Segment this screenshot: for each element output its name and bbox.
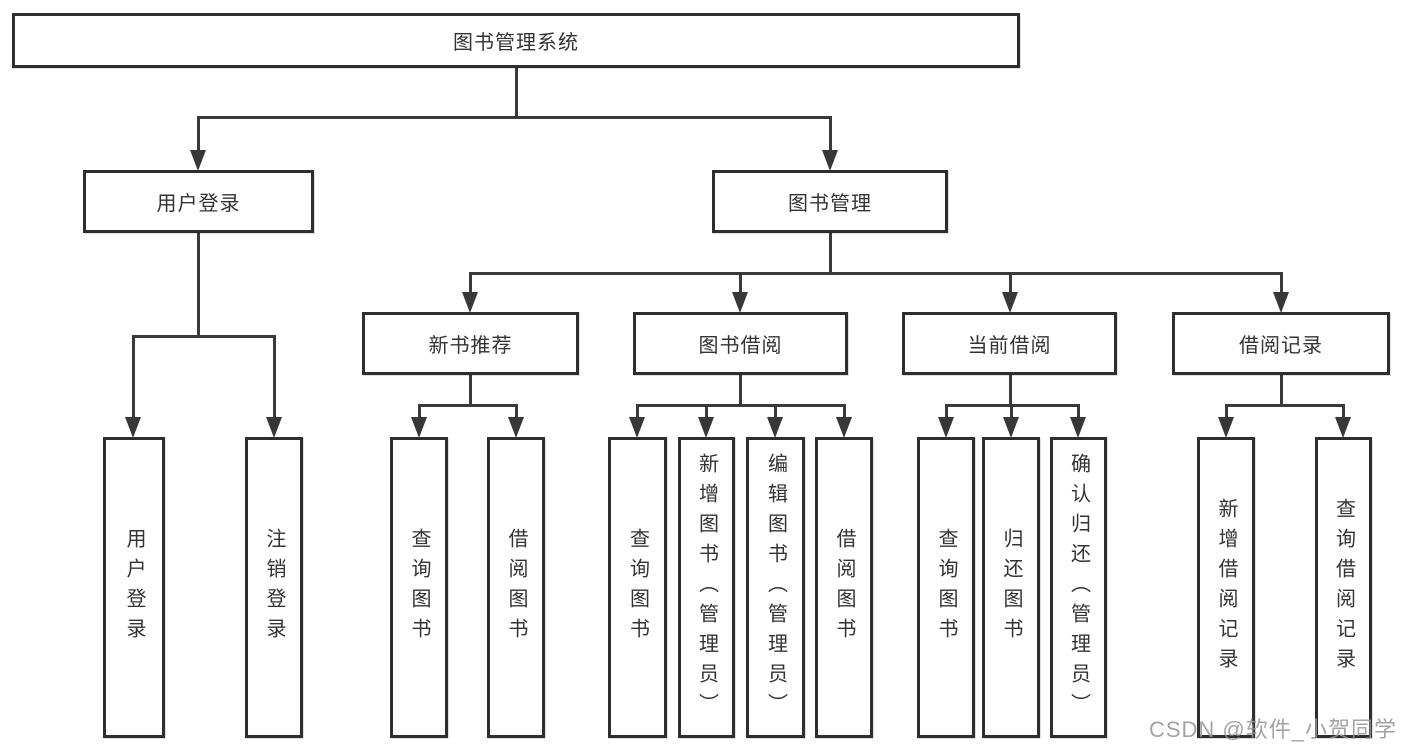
connector-drop-leaf (1224, 405, 1228, 420)
connector-book-borrow-stem (738, 375, 742, 406)
leaf-label: 查询图书 (408, 527, 430, 648)
arrow-down-icon (1070, 417, 1086, 438)
arrow-down-icon (462, 292, 478, 313)
connector-drop-leaf (514, 405, 518, 420)
connector-drop-leaf (1341, 405, 1345, 420)
leaf-records-add-record: 新增借阅记录 (1197, 437, 1255, 738)
connector-new-rec-stem (468, 375, 472, 406)
arrow-down-icon (836, 417, 852, 438)
arrow-down-icon (938, 417, 954, 438)
leaf-borrow-edit-books-admin: 编辑图书（管理员） (746, 437, 805, 738)
connector-drop-leaf (1009, 405, 1013, 420)
leaf-records-query-record: 查询借阅记录 (1315, 437, 1372, 738)
node-user-login: 用户登录 (83, 170, 314, 233)
connector-drop-book-borrow (738, 273, 742, 296)
connector-drop-current (1008, 273, 1012, 296)
connector-user-login-stem (196, 233, 200, 337)
node-book-borrow: 图书借阅 (633, 312, 848, 375)
node-new-book-rec: 新书推荐 (362, 312, 579, 375)
node-label: 新书推荐 (428, 335, 513, 357)
leaf-current-confirm-return-admin: 确认归还（管理员） (1050, 437, 1107, 738)
node-root-label: 图书管理系统 (453, 32, 579, 54)
connector-records-stem (1279, 375, 1283, 406)
leaf-newrec-query-books: 查询图书 (390, 437, 448, 738)
leaf-label: 借阅图书 (833, 527, 855, 648)
arrow-down-icon (698, 417, 714, 438)
connector-user-login-bus (131, 334, 276, 338)
arrow-down-icon (767, 417, 783, 438)
connector-book-borrow-bus (635, 403, 846, 407)
arrow-down-icon (732, 292, 748, 313)
arrow-down-icon (629, 417, 645, 438)
arrow-down-icon (508, 417, 524, 438)
connector-drop-leaf (272, 336, 276, 420)
node-root: 图书管理系统 (12, 13, 1020, 68)
leaf-user-login: 用户登录 (103, 437, 165, 738)
node-label: 图书管理 (788, 193, 872, 215)
leaf-label: 编辑图书（管理员） (764, 452, 787, 723)
node-book-mgmt: 图书管理 (712, 170, 948, 233)
leaf-newrec-borrow-books: 借阅图书 (487, 437, 545, 738)
connector-level2-bus (196, 115, 832, 119)
leaf-borrow-borrow-books: 借阅图书 (815, 437, 873, 738)
connector-drop-leaf (1076, 405, 1080, 420)
leaf-label: 查询图书 (935, 527, 957, 648)
connector-drop-leaf (417, 405, 421, 420)
arrow-down-icon (1218, 417, 1234, 438)
connector-level3-bus (468, 271, 1283, 275)
connector-drop-leaf (131, 336, 135, 420)
connector-drop-leaf (842, 405, 846, 420)
leaf-label: 确认归还（管理员） (1067, 452, 1090, 723)
arrow-down-icon (822, 150, 838, 171)
node-label: 当前借阅 (967, 335, 1052, 357)
leaf-current-return-books: 归还图书 (982, 437, 1040, 738)
connector-drop-leaf (635, 405, 639, 420)
leaf-label: 查询图书 (626, 527, 649, 648)
arrow-down-icon (1003, 417, 1019, 438)
connector-drop-leaf (704, 405, 708, 420)
leaf-current-query-books: 查询图书 (917, 437, 975, 738)
connector-records-bus (1224, 403, 1345, 407)
arrow-down-icon (1002, 292, 1018, 313)
connector-drop-user-login (196, 117, 200, 154)
node-label: 借阅记录 (1239, 335, 1323, 357)
connector-drop-book-mgmt (828, 117, 832, 154)
leaf-label: 借阅图书 (505, 527, 527, 648)
leaf-label: 查询借阅记录 (1332, 497, 1355, 678)
leaf-borrow-query-books: 查询图书 (608, 437, 667, 738)
leaf-borrow-add-books-admin: 新增图书（管理员） (678, 437, 735, 738)
node-label: 用户登录 (156, 193, 241, 215)
node-current-borrow: 当前借阅 (902, 312, 1117, 375)
arrow-down-icon (1335, 417, 1351, 438)
connector-drop-new-rec (468, 273, 472, 296)
node-borrow-records: 借阅记录 (1172, 312, 1390, 375)
connector-book-mgmt-stem (828, 233, 832, 274)
connector-new-rec-bus (417, 403, 518, 407)
leaf-label: 归还图书 (1000, 527, 1022, 648)
node-label: 图书借阅 (698, 335, 783, 357)
connector-drop-records (1279, 273, 1283, 296)
connector-current-stem (1008, 375, 1012, 406)
arrow-down-icon (190, 150, 206, 171)
leaf-label: 新增借阅记录 (1215, 497, 1237, 678)
arrow-down-icon (1273, 292, 1289, 313)
csdn-watermark: CSDN @软件_小贺同学 (1148, 717, 1397, 742)
arrow-down-icon (266, 417, 282, 438)
leaf-label: 新增图书（管理员） (695, 452, 718, 723)
leaf-logout: 注销登录 (245, 437, 303, 738)
connector-root-stem (514, 68, 518, 118)
leaf-label: 用户登录 (123, 527, 145, 648)
connector-drop-leaf (944, 405, 948, 420)
connector-drop-leaf (773, 405, 777, 420)
arrow-down-icon (411, 417, 427, 438)
leaf-label: 注销登录 (263, 527, 285, 648)
arrow-down-icon (125, 417, 141, 438)
